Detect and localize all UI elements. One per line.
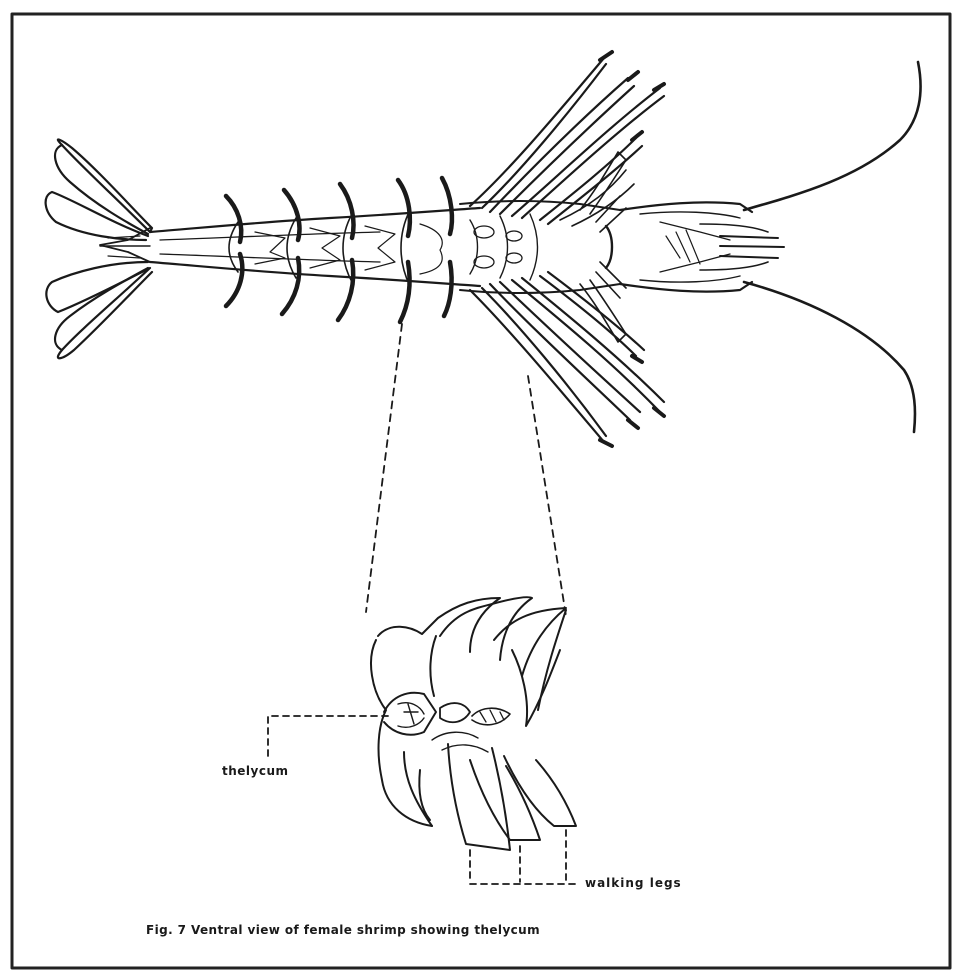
- thelycum-label: thelycum: [222, 764, 289, 778]
- thelycum-detail: [371, 597, 576, 850]
- pleopods: [226, 178, 452, 322]
- walking-legs-lower: [470, 272, 664, 446]
- figure-frame: [12, 14, 950, 968]
- abdomen: [150, 208, 480, 286]
- cephalothorax: [620, 202, 784, 291]
- thelycum-leader: [268, 716, 388, 758]
- zoom-lines: [366, 324, 566, 616]
- walking-legs-label: walking legs: [585, 876, 682, 890]
- tail-fan: [46, 139, 152, 358]
- walking-legs-upper: [470, 52, 664, 226]
- thorax: [460, 201, 620, 293]
- label-leaders: [268, 716, 580, 884]
- figure-caption: Fig. 7 Ventral view of female shrimp sho…: [146, 923, 540, 937]
